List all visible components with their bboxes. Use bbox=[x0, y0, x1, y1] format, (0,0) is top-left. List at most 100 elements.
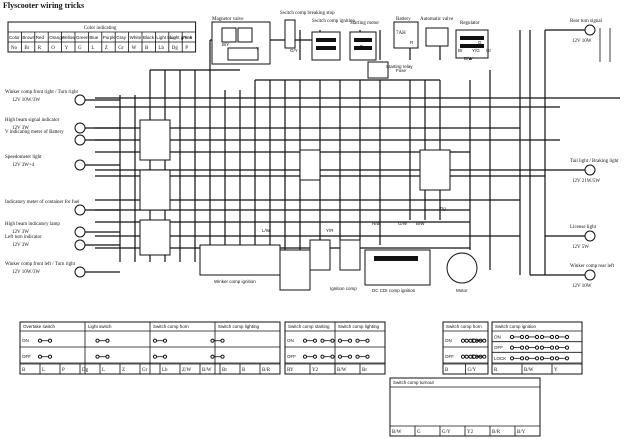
bulb-icon bbox=[74, 239, 86, 251]
color-code: P bbox=[185, 46, 188, 51]
color-code: W bbox=[132, 46, 137, 51]
left-comp-rating: 12V 3W bbox=[12, 126, 29, 131]
bulb-icon bbox=[74, 134, 86, 146]
right-comp-name: Winker comp rear left bbox=[570, 264, 615, 269]
color-name: Red bbox=[36, 35, 45, 40]
switch-wire-label: RY bbox=[287, 368, 294, 373]
color-code: L bbox=[91, 46, 94, 51]
bulb-icon bbox=[584, 230, 596, 242]
battery: 7AH Battery Fuse bbox=[393, 17, 419, 73]
wire-code: Br bbox=[458, 48, 463, 53]
automatic-valve-label: Automatic valve bbox=[420, 17, 454, 22]
switch-row-label: LOCK bbox=[494, 356, 506, 361]
wire-code: G bbox=[478, 40, 482, 45]
color-code: Br bbox=[24, 46, 29, 51]
right-comp-rating: 12V 10W bbox=[572, 39, 592, 44]
switch-wire-label: Y bbox=[554, 368, 558, 373]
color-name: Brown bbox=[22, 35, 35, 40]
switch-group-label: Switch comp horn bbox=[446, 324, 482, 329]
switch-wire-label: Br bbox=[362, 368, 367, 373]
color-code: Dg bbox=[172, 46, 179, 51]
switch-wire-label: Gr bbox=[142, 368, 148, 373]
magnetor-valve-label: Magnetor valve bbox=[212, 17, 244, 22]
bulb-icon bbox=[584, 24, 596, 36]
switch-group-label: Switch comp lighting bbox=[218, 324, 260, 329]
switch-wire-label: G/Y bbox=[468, 368, 477, 373]
switch-wire-label: Z/W bbox=[182, 368, 191, 373]
wire-harness bbox=[95, 28, 620, 276]
color-name: Light green bbox=[170, 35, 193, 40]
color-code: O bbox=[51, 46, 55, 51]
wire-code: G/W bbox=[398, 221, 408, 226]
color-name: Gray bbox=[116, 35, 127, 40]
right-comp-rating: 12V 5W bbox=[572, 245, 589, 250]
left-comp-name: V indicating meter of Battery bbox=[5, 130, 64, 135]
bulb-icon bbox=[74, 226, 86, 238]
switch-wire-label: Y2 bbox=[312, 368, 319, 373]
starter-relay-label: Starting relay bbox=[386, 64, 413, 69]
color-code: Lb bbox=[158, 46, 164, 51]
starting-motor: Starting motor Starting relay bbox=[349, 21, 413, 79]
color-table: Color indicatingColorNoBrownBrRedROrange… bbox=[7, 21, 197, 53]
bulb-icon bbox=[74, 159, 86, 171]
regulator: Regulator bbox=[455, 21, 489, 59]
switch-group-label: Switch comp ignition bbox=[495, 324, 537, 329]
fuse-label: Fuse bbox=[396, 68, 407, 73]
color-name: Orange bbox=[49, 35, 65, 40]
ignition-switch-label: Switch comp ignition bbox=[312, 19, 356, 24]
switch-group-label: Switch comp starting bbox=[288, 324, 330, 329]
switch-wire-label: Dg bbox=[82, 368, 89, 373]
switch-wire-label: B/W bbox=[202, 368, 212, 373]
color-code: B bbox=[145, 46, 149, 51]
left-comp-rating: 12V 3W bbox=[12, 230, 29, 235]
switch-row-label: ON bbox=[494, 334, 501, 339]
left-comp-name: Speedometer light bbox=[5, 155, 42, 160]
switch-wire-label: G/Y bbox=[442, 430, 451, 435]
switch-wire-label: B bbox=[242, 368, 246, 373]
color-code: No bbox=[11, 46, 18, 51]
color-name: Purple bbox=[103, 35, 117, 40]
bulb-icon bbox=[584, 269, 596, 281]
left-comp-name: Winker comp front left / Turn right bbox=[5, 262, 76, 267]
wire-code: B bbox=[360, 44, 363, 49]
switch-wire-label: R bbox=[494, 368, 498, 373]
color-name: White bbox=[130, 35, 142, 40]
left-comp-name: Winker comp front right / Turn right bbox=[5, 90, 78, 95]
switch-wire-label: B/Y bbox=[517, 430, 526, 435]
wire-code: G/Y bbox=[290, 48, 298, 53]
switch-wire-label: B/R bbox=[492, 430, 501, 435]
color-name: Green bbox=[76, 35, 89, 40]
switch-group-label: Switch comp turnout bbox=[393, 380, 435, 385]
color-code: Y bbox=[65, 46, 69, 51]
switch-row-label: ON bbox=[287, 338, 294, 343]
switch-wire-label: Z bbox=[122, 368, 125, 373]
connector-blocks: Winker comp ignition Ignition comp DC CD… bbox=[139, 119, 478, 293]
wire-code: B/Y bbox=[222, 42, 229, 47]
magnetor-valve: Magnetor valve bbox=[211, 17, 271, 65]
switch-wire-label: Lb bbox=[162, 368, 168, 373]
switch-wire-label: B/W bbox=[337, 368, 347, 373]
breaking-stop-switch: Switch comp breaking stop bbox=[280, 11, 335, 49]
color-code: Gr bbox=[118, 46, 124, 51]
switch-wire-label: Br bbox=[222, 368, 227, 373]
color-name: Black bbox=[143, 35, 155, 40]
wire-code: L/W bbox=[262, 228, 271, 233]
right-comp-name: License light bbox=[570, 225, 597, 230]
battery-label: Battery bbox=[396, 17, 411, 22]
left-comp-name: High beam signal indicator bbox=[5, 118, 60, 123]
wire-code: B/W bbox=[416, 221, 425, 226]
switch-wire-label: B/W bbox=[524, 368, 534, 373]
switch-group-label: Switch comp horn bbox=[153, 324, 189, 329]
switch-row-label: OFF bbox=[287, 354, 296, 359]
color-code: R bbox=[38, 46, 42, 51]
bulb-icon bbox=[584, 164, 596, 176]
wire-code: Y/R bbox=[326, 228, 334, 233]
regulator-label: Regulator bbox=[460, 21, 480, 26]
cdi-label: DC CDI comp ignition bbox=[372, 288, 416, 293]
